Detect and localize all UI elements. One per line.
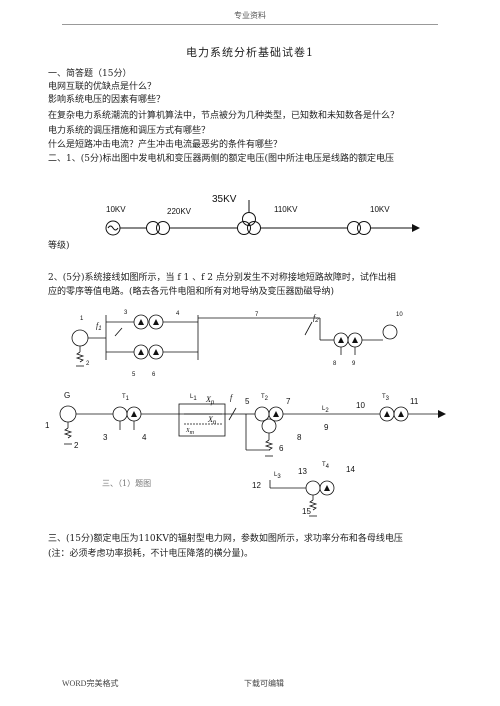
label-t2: T2 <box>261 394 269 402</box>
label-l3: L3 <box>274 472 281 480</box>
label-xp: Xp <box>205 395 215 406</box>
node-3-11: 11 <box>410 397 419 406</box>
node-3-10: 10 <box>356 401 365 410</box>
node-10: 10 <box>396 312 403 318</box>
label-110kv: 110KV <box>274 205 298 214</box>
grounding-reactor-t4 <box>308 499 318 511</box>
label-35kv: 35KV <box>212 194 237 205</box>
label-l1: L1 <box>190 394 197 402</box>
node-3-15: 15 <box>302 507 311 516</box>
node-3-9: 9 <box>324 423 329 432</box>
section3-line2: (注：必须考虑功率损耗，不计电压降落的横分量)。 <box>48 549 254 559</box>
question-1-4: 电力系统的调压措施和调压方式有哪些？ <box>48 126 211 136</box>
transformer-t4-winding-a <box>305 480 321 496</box>
fault-f1-label: f1 <box>96 321 102 332</box>
node-5: 5 <box>132 372 136 378</box>
transformer-t4-winding-b <box>319 480 335 496</box>
paper-title: 电力系统分析基础试卷1 <box>186 46 314 59</box>
node-3-13: 13 <box>298 467 307 476</box>
question-2-2-line1: 2、(5分)系统接线如图所示，当 f 1 、f 2 点分别发生不对称接地短路故障… <box>48 273 396 283</box>
node-8: 8 <box>333 361 337 367</box>
label-t1: T1 <box>122 394 130 402</box>
grounding-reactor-g <box>63 427 73 439</box>
transformer-t1-winding-a <box>112 406 128 422</box>
generator-g-symbol <box>59 405 77 423</box>
transformer-3-winding-a <box>133 314 149 330</box>
transformer-5-winding-a <box>133 344 149 360</box>
footer-right: 下载可编辑 <box>244 679 284 688</box>
label-g: G <box>64 391 70 400</box>
node-3-7: 7 <box>286 397 291 406</box>
transformer-t1-winding-a <box>146 221 160 235</box>
question-2-2-line2: 应的零序等值电路。(略去各元件电阻和所有对地导纳及变压器励磁导纳) <box>48 287 335 297</box>
node-3-12: 12 <box>252 481 261 490</box>
question-2-1-line2: 等级) <box>48 241 70 251</box>
node-1: 1 <box>80 316 84 322</box>
generator-10-symbol <box>382 324 398 340</box>
node-3-5: 5 <box>245 397 250 406</box>
load-arrow-icon <box>438 410 446 418</box>
section3-line1: 三、(15分)额定电压为110KV的辐射型电力网，参数如图所示，求功率分布和各母… <box>48 534 403 544</box>
label-220kv: 220KV <box>167 207 192 216</box>
label-xm: Xm <box>185 428 195 436</box>
generator-sine <box>107 225 119 231</box>
question-2-1-line1: 二、1、(5分)标出图中发电机和变压器两侧的额定电压(图中所注电压是线路的额定电… <box>48 154 394 164</box>
node-3-4: 4 <box>142 433 147 442</box>
load-arrow-icon <box>412 224 420 232</box>
fault-f2-mark <box>304 321 313 336</box>
node-3-1: 1 <box>45 421 50 430</box>
node-4: 4 <box>176 311 180 317</box>
node-3-14: 14 <box>346 465 355 474</box>
node-3-2: 2 <box>74 441 79 450</box>
node-6: 6 <box>152 372 156 378</box>
label-fault-f: f <box>230 393 234 402</box>
label-t3: T3 <box>382 394 390 402</box>
transformer-t3-winding-a <box>347 221 361 235</box>
grounding-reactor-t2 <box>264 439 274 451</box>
header-rule <box>62 24 438 25</box>
node-2: 2 <box>86 361 90 367</box>
node-3-6: 6 <box>279 444 284 453</box>
question-1-2: 影响系统电压的因素有哪些？ <box>48 95 166 105</box>
node-3-3: 3 <box>103 433 108 442</box>
question-1-1: 电网互联的优缺点是什么？ <box>48 82 157 92</box>
label-t4: T4 <box>322 462 330 470</box>
fault-f1-mark <box>114 327 123 337</box>
grounding-reactor-2 <box>75 351 85 363</box>
node-7: 7 <box>255 312 259 318</box>
label-l2: L2 <box>322 406 329 414</box>
label-10kv-right: 10KV <box>370 205 390 214</box>
fault-f2-label: f2 <box>313 313 319 324</box>
figure-caption: 三、（1）题图 <box>102 479 151 488</box>
line-l1-equivalent-box <box>178 403 226 437</box>
question-1-5: 什么是短路冲击电流？产生冲击电流最恶劣的条件有哪些？ <box>48 140 283 150</box>
question-1-3: 在复杂电力系统潮流的计算机算法中，节点被分为几种类型，已知数和未知数各是什么？ <box>48 111 400 121</box>
node-3-8: 8 <box>297 433 302 442</box>
label-10kv-left: 10KV <box>106 205 126 214</box>
transformer-t2-winding-a <box>237 221 251 235</box>
node-9: 9 <box>352 361 356 367</box>
footer-left: WORD完美格式 <box>62 679 119 688</box>
transformer-t2-winding-a <box>254 406 270 422</box>
transformer-t2-winding-c <box>261 418 277 434</box>
node-3: 3 <box>124 310 128 316</box>
page-header: 专业资料 <box>234 11 266 20</box>
fault-f-mark <box>228 407 237 421</box>
section1-heading: 一、简答题（15分） <box>48 69 132 79</box>
label-xn: Xn <box>207 415 217 426</box>
